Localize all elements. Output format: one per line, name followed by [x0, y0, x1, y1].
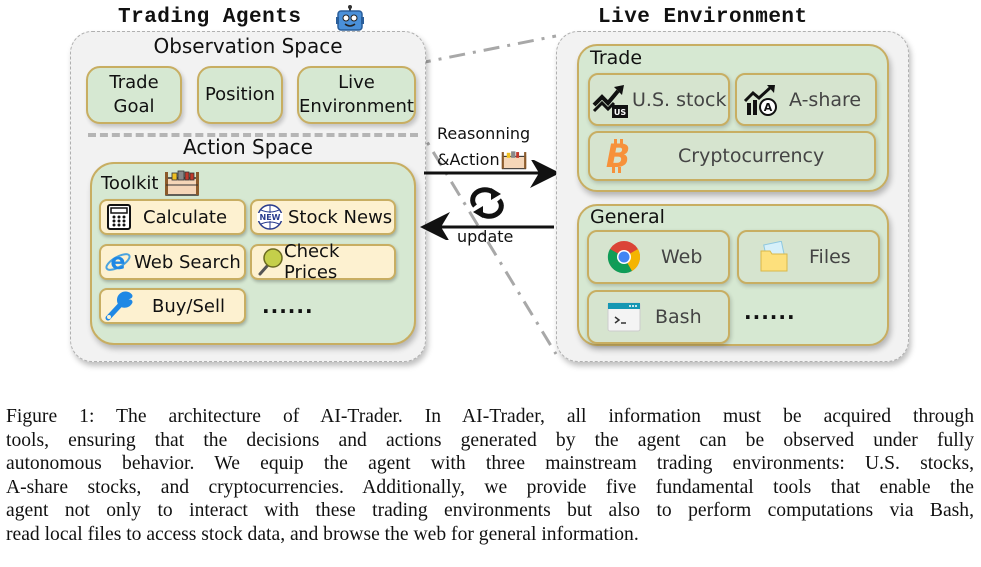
connector-line-bottom: [413, 121, 558, 355]
live-environment-line2: Environment: [299, 96, 414, 117]
general-more-ellipsis: ......: [744, 300, 796, 324]
caption-line: read local files to access stock data, a…: [6, 523, 639, 545]
env-cryptocurrency: B Cryptocurrency: [588, 131, 876, 181]
env-web: Web: [587, 230, 730, 284]
env-files-label: Files: [809, 246, 851, 268]
caption-line: A-share stocks, and cryptocurrencies. Ad…: [6, 476, 974, 498]
connector-line-top: [414, 34, 557, 66]
folder-icon: [759, 241, 789, 273]
tool-check-prices-label: Check Prices: [284, 241, 340, 283]
tool-stock-news: NEW Stock News: [250, 199, 396, 235]
wrench-icon: [104, 290, 134, 322]
toolbox-icon: [164, 170, 200, 196]
caption-line: autonomous behavior. We equip the agent …: [6, 453, 974, 475]
action-space-title: Action Space: [183, 135, 313, 159]
observation-item-position: Position: [197, 66, 283, 124]
toolkit-title: Toolkit: [101, 172, 159, 194]
position-label: Position: [204, 83, 276, 105]
caption-line: tools, ensuring that the decisions and a…: [6, 429, 974, 451]
general-title: General: [590, 206, 665, 228]
trade-title: Trade: [590, 47, 643, 69]
env-bash: Bash: [587, 290, 730, 344]
calculator-icon: [107, 204, 131, 230]
observation-item-live-environment: Live Environment: [297, 66, 416, 124]
us-stock-chart-icon: US: [592, 81, 630, 119]
tool-calculate: Calculate: [99, 199, 246, 235]
zoom-connector-lines: [413, 34, 558, 355]
reasoning-label-line2: &Action: [437, 150, 500, 169]
env-cryptocurrency-label: Cryptocurrency: [678, 145, 825, 167]
tool-buy-sell-label: Buy/Sell: [152, 295, 225, 317]
env-files: Files: [737, 230, 880, 284]
observation-item-trade-goal: Trade Goal: [86, 66, 182, 124]
a-share-chart-icon: A: [743, 83, 781, 117]
tool-stock-news-label: Stock News: [288, 206, 393, 228]
trading-agents-title-text: Trading Agents: [118, 6, 302, 29]
toolbox-icon: [501, 150, 527, 170]
bitcoin-icon: B: [606, 139, 630, 173]
caption-line: agent not only to interact with these tr…: [6, 500, 974, 522]
env-a-share-label: A-share: [789, 88, 862, 111]
tool-check-prices: Check Prices: [250, 241, 396, 283]
news-globe-icon: NEW: [256, 204, 284, 230]
svg-text:US: US: [614, 108, 626, 117]
browser-e-icon: e: [104, 248, 132, 276]
chrome-icon: [607, 240, 641, 274]
toolkit-header: Toolkit: [101, 170, 200, 196]
toolkit-more-ellipsis: ......: [262, 294, 314, 318]
trading-agents-title: Trading Agents: [118, 6, 301, 29]
observation-space-title: Observation Space: [153, 34, 343, 58]
trade-goal-line2: Goal: [113, 96, 155, 117]
update-label: update: [457, 227, 514, 246]
robot-icon: [336, 5, 364, 31]
figure-caption: Figure 1: The architecture of AI-Trader.…: [6, 405, 974, 547]
env-us-stock-label: U.S. stock: [632, 88, 727, 111]
caption-line: Figure 1: The architecture of AI-Trader.…: [6, 406, 974, 427]
magnifier-icon: [256, 247, 284, 277]
reasoning-action-label: Reasonning &Action: [437, 121, 530, 173]
env-a-share: A A-share: [735, 73, 877, 126]
refresh-icon: [467, 186, 507, 220]
trade-goal-line1: Trade: [109, 71, 159, 93]
svg-text:e: e: [111, 250, 126, 275]
tool-calculate-label: Calculate: [143, 206, 228, 228]
tool-web-search-label: Web Search: [134, 251, 241, 273]
svg-text:NEW: NEW: [260, 213, 281, 222]
svg-text:A: A: [764, 101, 773, 114]
tool-web-search: e Web Search: [99, 244, 246, 280]
tool-buy-sell: Buy/Sell: [99, 288, 246, 324]
live-environment-line1: Live: [338, 71, 375, 93]
env-bash-label: Bash: [655, 306, 702, 328]
observation-action-divider: [88, 133, 418, 137]
flow-arrows: [420, 160, 560, 240]
terminal-icon: [607, 302, 641, 332]
env-us-stock: US U.S. stock: [588, 73, 730, 126]
live-environment-title: Live Environment: [598, 6, 808, 29]
env-web-label: Web: [661, 246, 703, 268]
reasoning-label-line1: Reasonning: [437, 124, 531, 143]
